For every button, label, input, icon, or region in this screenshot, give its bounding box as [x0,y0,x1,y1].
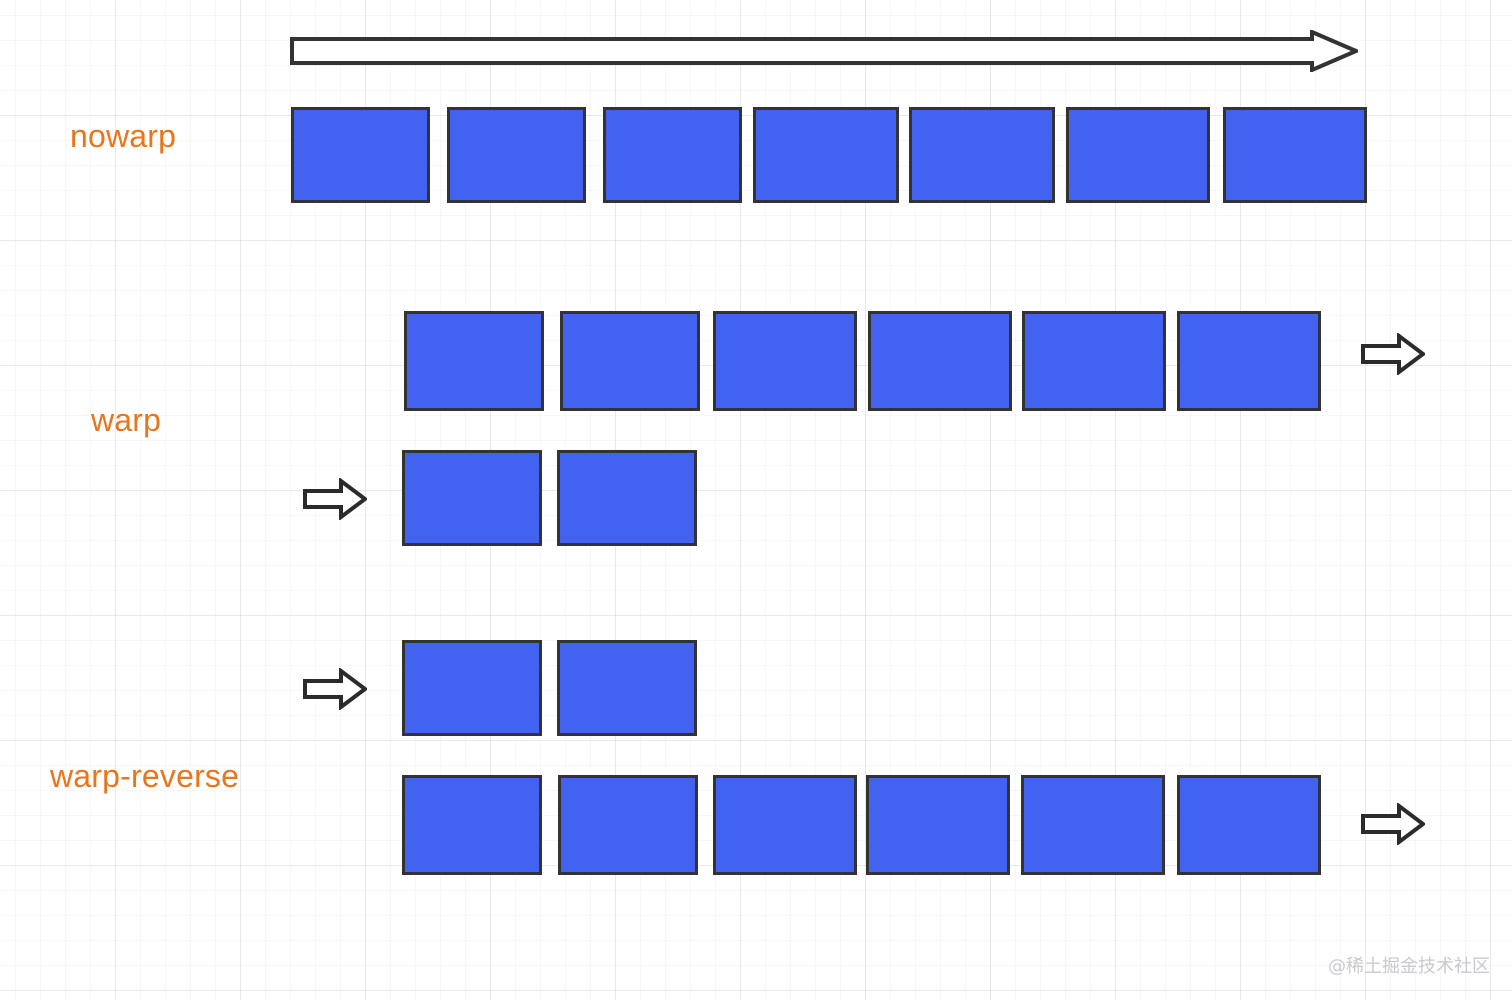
watermark-text: @稀土掘金技术社区 [1328,956,1490,977]
flex-item-box [603,107,742,203]
section-label-warp-reverse: warp-reverse [50,758,240,794]
flex-item-box [868,311,1012,411]
flex-item-box [1066,107,1210,203]
flex-item-box [1177,311,1321,411]
flex-item-box [560,311,700,411]
flex-item-box [866,775,1010,875]
flex-item-box [713,311,857,411]
wrap-overflow-arrow-right [1361,333,1425,375]
flex-item-box [713,775,857,875]
flex-item-box [402,640,542,736]
flex-item-box [753,107,899,203]
flex-item-box [404,311,544,411]
flex-item-box [1021,775,1165,875]
flex-item-box [1223,107,1367,203]
flex-item-box [558,775,698,875]
flex-item-box [909,107,1055,203]
flex-item-box [402,775,542,875]
section-label-nowarp: nowarp [70,118,177,154]
wrap-overflow-arrow-right [1361,803,1425,845]
flex-item-box [291,107,430,203]
flex-item-box [1177,775,1321,875]
section-label-warp: warp [91,402,162,438]
main-axis-direction-arrow [290,30,1358,72]
flex-item-box [402,450,542,546]
flex-item-box [447,107,586,203]
flex-item-box [1022,311,1166,411]
flex-item-box [557,450,697,546]
wrap-overflow-arrow-left [303,668,367,710]
wrap-overflow-arrow-left [303,478,367,520]
flex-item-box [557,640,697,736]
